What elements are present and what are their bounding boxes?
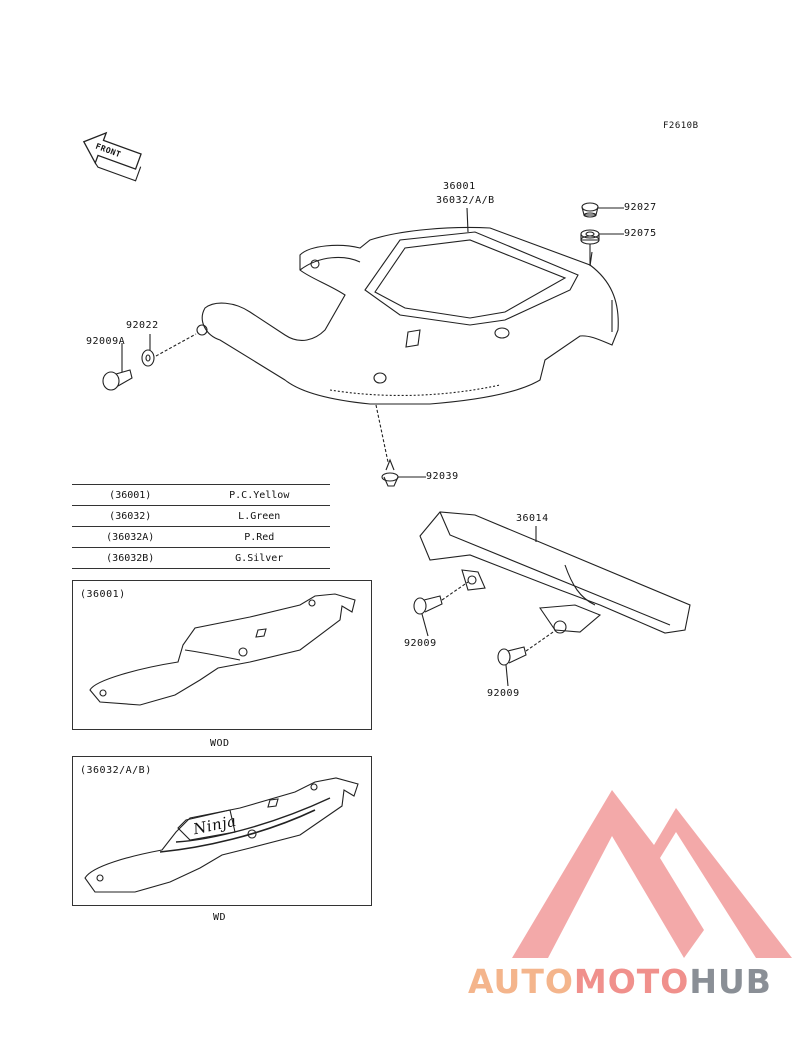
color-code: (36001): [109, 489, 152, 501]
part-label-36001: 36001: [443, 181, 476, 192]
table-row: (36032) L.Green: [72, 506, 330, 527]
wod-variant-box: [72, 580, 372, 730]
part-label-92009-lower: 92009: [487, 688, 520, 699]
washer-92022-drawing: [141, 349, 155, 367]
color-code: (36032A): [106, 531, 155, 543]
wd-caption: WD: [213, 912, 227, 923]
bolt-92009-b-drawing: [497, 646, 527, 666]
bolt-92009-a-drawing: [413, 595, 443, 615]
color-name: G.Silver: [235, 552, 284, 564]
wd-side-cover-drawing: [84, 777, 359, 893]
color-code: (36032B): [106, 552, 155, 564]
part-label-92009-upper: 92009: [404, 638, 437, 649]
watermark-part2: MOTO: [573, 962, 690, 1001]
watermark-part1: AUTO: [468, 962, 574, 1001]
wd-variant-box: [72, 756, 372, 906]
part-label-92075: 92075: [624, 228, 657, 239]
grommet-92027-drawing: [581, 202, 599, 218]
part-label-92039: 92039: [426, 471, 459, 482]
chain-guard-drawing: [419, 511, 691, 634]
part-label-92022: 92022: [126, 320, 159, 331]
bolt-92009A-drawing: [102, 369, 133, 391]
color-name: P.Red: [244, 531, 275, 543]
table-row: (36001) P.C.Yellow: [72, 484, 330, 506]
table-row: (36032A) P.Red: [72, 527, 330, 548]
automotohub-logo-icon: [512, 790, 792, 958]
part-label-36032: 36032/A/B: [436, 195, 495, 206]
color-table: (36001) P.C.Yellow (36032) L.Green (3603…: [72, 484, 330, 569]
figure-code: F2610B: [663, 121, 699, 131]
rivet-92039-drawing: [381, 458, 399, 487]
watermark-logo: AUTOMOTOHUB: [468, 962, 772, 1001]
color-name: P.C.Yellow: [229, 489, 290, 501]
wod-caption: WOD: [210, 738, 230, 749]
part-label-92027: 92027: [624, 202, 657, 213]
seat-cowl-drawing: [196, 226, 619, 405]
part-label-92009A: 92009A: [86, 336, 126, 347]
wd-variant-code: (36032/A/B): [80, 765, 152, 776]
color-code: (36032): [109, 510, 152, 522]
color-name: L.Green: [238, 510, 281, 522]
wod-side-cover-drawing: [89, 593, 356, 706]
front-arrow-icon: [82, 131, 142, 182]
collar-92075-drawing: [580, 229, 600, 245]
table-row: (36032B) G.Silver: [72, 548, 330, 569]
watermark-part3: HUB: [689, 962, 772, 1001]
wod-variant-code: (36001): [80, 589, 126, 600]
part-label-36014: 36014: [516, 513, 549, 524]
